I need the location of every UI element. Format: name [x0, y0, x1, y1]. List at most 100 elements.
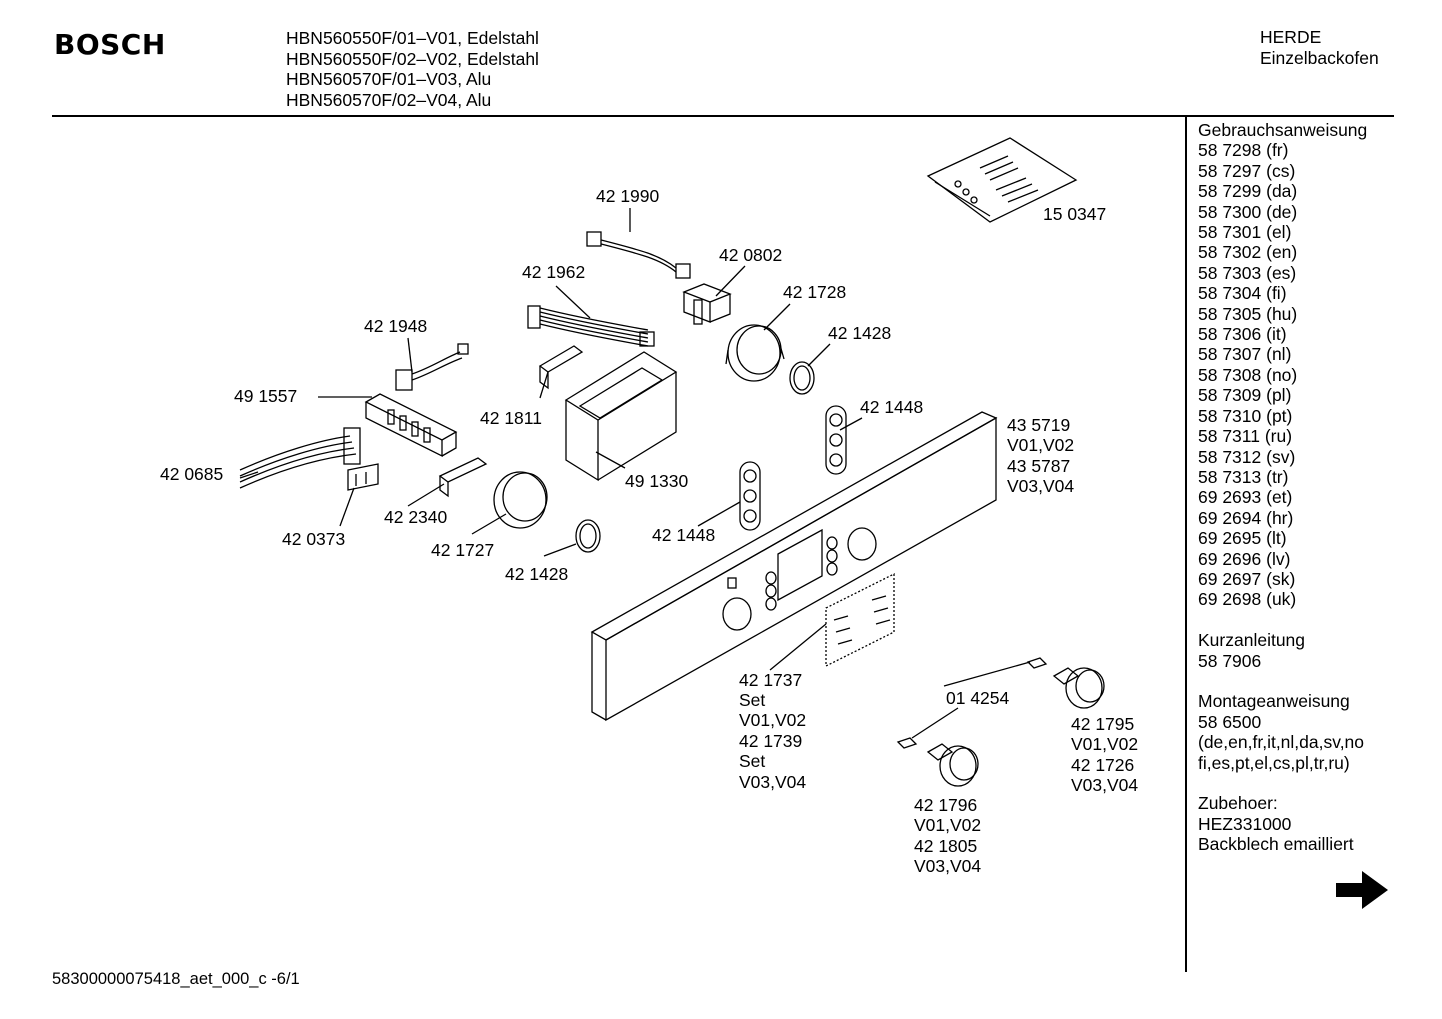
light-guide-part	[825, 405, 847, 475]
manual-item: 58 7307 (nl)	[1198, 344, 1292, 365]
manual-item: 58 7299 (da)	[1198, 181, 1298, 202]
part-label: 42 1739	[739, 731, 802, 751]
cable-harness-part	[586, 231, 691, 279]
clip-part	[896, 657, 1048, 749]
mounting-title: Montageanweisung	[1198, 691, 1350, 712]
part-label: 49 1330	[625, 471, 689, 491]
knob-housing-part	[493, 471, 548, 529]
manual-item: 69 2698 (uk)	[1198, 589, 1297, 610]
part-label: 42 1811	[480, 408, 542, 428]
cable-bundle-part	[239, 427, 361, 489]
part-label: V03,V04	[739, 772, 806, 792]
manual-item: 58 7308 (no)	[1198, 364, 1298, 385]
part-label: 49 1557	[234, 386, 297, 406]
manual-item: 58 7312 (sv)	[1198, 446, 1296, 467]
spacer	[1198, 610, 1367, 630]
part-label: 43 5719	[1007, 415, 1070, 435]
part-label: 42 0685	[160, 464, 223, 484]
part-label: 42 0373	[282, 529, 345, 549]
model-list: HBN560550F/01–V01, Edelstahl HBN560550F/…	[286, 28, 539, 110]
connector-strip-part	[438, 457, 488, 498]
screw-set-part	[825, 572, 895, 668]
part-label: V01,V02	[739, 710, 806, 730]
mounting-number: 58 6500	[1198, 711, 1262, 732]
part-label: 42 1737	[739, 670, 802, 690]
ribbon-cable-part	[527, 305, 655, 347]
exploded-parts-diagram: 15 0347 42 1990 42 0802 42 1962 42 1728 …	[160, 137, 1138, 876]
accessory-description: Backblech emailliert	[1198, 834, 1354, 855]
manual-item: 58 7309 (pl)	[1198, 385, 1292, 406]
cable-part	[395, 343, 469, 391]
seal-ring-part	[789, 361, 815, 395]
manual-item: 58 7301 (el)	[1198, 222, 1292, 243]
quick-guide-title: Kurzanleitung	[1198, 630, 1306, 651]
seal-ring-part	[575, 519, 601, 553]
part-label: V03,V04	[1007, 476, 1074, 496]
brand-logo: BOSCH	[54, 28, 166, 61]
manual-item: 58 7303 (es)	[1198, 262, 1297, 283]
model-line: HBN560550F/02–V02, Edelstahl	[286, 48, 539, 69]
manual-item: 58 7313 (tr)	[1198, 466, 1289, 487]
clip-part	[347, 463, 379, 491]
category-title: HERDE	[1260, 27, 1322, 47]
light-guide-part	[739, 461, 761, 531]
part-label: V03,V04	[1071, 775, 1138, 795]
model-line: HBN560570F/02–V04, Alu	[286, 89, 492, 110]
part-label: V01,V02	[1007, 435, 1074, 455]
connector-part	[682, 283, 732, 325]
part-label: 43 5787	[1007, 456, 1070, 476]
mounting-languages: (de,en,fr,it,nl,da,sv,no	[1198, 732, 1365, 753]
accessory-number: HEZ331000	[1198, 813, 1292, 834]
manual-item: 58 7297 (cs)	[1198, 160, 1296, 181]
part-label: 42 1728	[783, 282, 846, 302]
arrow-right-icon[interactable]	[1334, 869, 1390, 911]
control-module-part	[564, 351, 678, 482]
front-panel-part	[590, 411, 998, 722]
part-label: 42 1990	[596, 186, 660, 206]
manual-title: Gebrauchsanweisung	[1198, 120, 1368, 140]
part-label: 42 1962	[522, 262, 585, 282]
header-divider	[52, 115, 1394, 117]
manual-item: 58 7311 (ru)	[1198, 426, 1293, 447]
part-label: 42 1727	[431, 540, 494, 560]
manual-item: 58 7304 (fi)	[1198, 283, 1287, 304]
manual-item: 69 2694 (hr)	[1198, 507, 1294, 528]
manual-item: 58 7306 (it)	[1198, 324, 1287, 345]
part-label: 42 1428	[828, 323, 891, 343]
part-label: 42 1805	[914, 836, 977, 856]
part-label: Set	[739, 690, 765, 710]
part-label: 42 2340	[384, 507, 448, 527]
manual-item: 69 2697 (sk)	[1198, 568, 1296, 589]
knob-housing-part	[725, 324, 785, 382]
sidebar-divider	[1185, 117, 1187, 972]
part-label: 42 1448	[860, 397, 923, 417]
bracket-part	[538, 345, 584, 390]
manual-item: 58 7310 (pt)	[1198, 405, 1293, 426]
part-label: V03,V04	[914, 856, 981, 876]
accessory-title: Zubehoer:	[1198, 793, 1278, 814]
manual-item: 69 2695 (lt)	[1198, 528, 1287, 549]
part-label: 01 4254	[946, 688, 1010, 708]
part-label: 15 0347	[1043, 204, 1106, 224]
part-label: 42 0802	[719, 245, 782, 265]
manual-item: 58 7298 (fr)	[1198, 140, 1289, 161]
part-label: 42 1796	[914, 795, 977, 815]
document-sidebar: Gebrauchsanweisung 58 7298 (fr) 58 7297 …	[1198, 120, 1367, 855]
document-id: 58300000075418_aet_000_c -6/1	[52, 970, 300, 988]
manual-item: 69 2696 (lv)	[1198, 548, 1291, 569]
manual-item: 58 7300 (de)	[1198, 201, 1298, 222]
category-subtitle: Einzelbackofen	[1260, 47, 1379, 68]
model-line: HBN560570F/01–V03, Alu	[286, 69, 492, 89]
part-label: 42 1448	[652, 525, 715, 545]
part-label: 42 1795	[1071, 714, 1134, 734]
model-line: HBN560550F/01–V01, Edelstahl	[286, 28, 539, 48]
screw-bag-part	[926, 137, 1078, 223]
part-label: V01,V02	[914, 815, 981, 835]
quick-guide-number: 58 7906	[1198, 650, 1262, 671]
manual-item: 69 2693 (et)	[1198, 487, 1293, 508]
manual-item: 58 7302 (en)	[1198, 242, 1298, 263]
spacer	[1198, 773, 1367, 793]
part-label: Set	[739, 751, 765, 771]
spacer	[1198, 671, 1367, 691]
part-label: V01,V02	[1071, 734, 1138, 754]
